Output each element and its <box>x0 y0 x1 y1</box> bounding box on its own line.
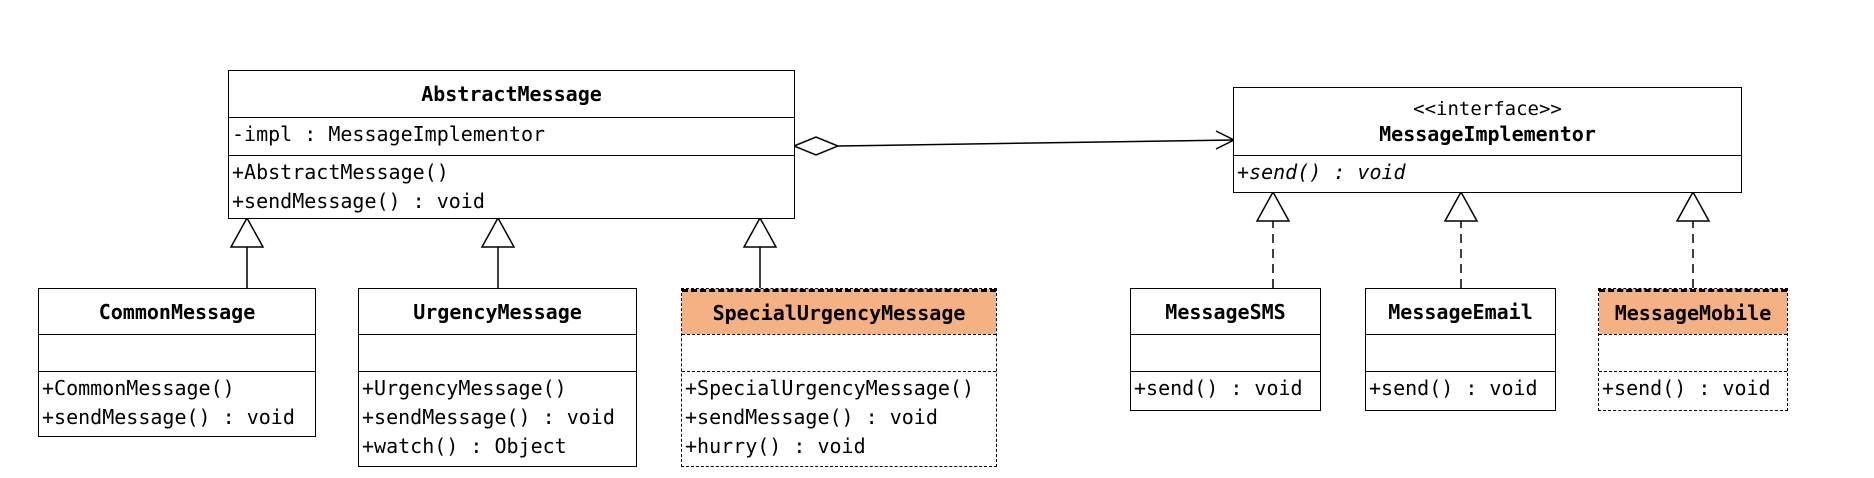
operations-section: +send() : void <box>1234 155 1741 192</box>
class-name-text: MessageEmail <box>1388 299 1533 324</box>
operation: +send() : void <box>1602 376 1771 400</box>
operation: +hurry() : void <box>685 434 866 458</box>
operation: +CommonMessage() <box>42 376 235 400</box>
operations-section: +SpecialUrgencyMessage() +sendMessage() … <box>682 371 996 466</box>
class-name: MessageSMS <box>1131 289 1320 334</box>
class-name: SpecialUrgencyMessage <box>682 289 996 334</box>
operation: +sendMessage() : void <box>685 405 938 429</box>
attributes-section <box>1366 334 1555 371</box>
operations-section: +send() : void <box>1366 371 1555 410</box>
operations-section: +send() : void <box>1599 371 1787 410</box>
stereotype-label: <<interface>> <box>1413 97 1562 120</box>
generalization-arrowhead <box>480 216 516 248</box>
operations-section: +UrgencyMessage() +sendMessage() : void … <box>359 371 636 466</box>
aggregation-connector <box>792 130 1236 156</box>
attributes-section <box>682 334 996 371</box>
attributes-section <box>1131 334 1320 371</box>
interface-message-implementor[interactable]: <<interface>> MessageImplementor +send()… <box>1233 87 1742 193</box>
class-name-text: CommonMessage <box>98 299 256 324</box>
attributes-section <box>39 334 315 371</box>
realization-arrowhead <box>1255 190 1291 222</box>
operation: +UrgencyMessage() <box>362 376 567 400</box>
class-name-text: MessageSMS <box>1165 299 1286 324</box>
class-name: MessageEmail <box>1366 289 1555 334</box>
realization-arrowhead <box>1443 190 1479 222</box>
realization-message-email <box>1443 190 1479 288</box>
operations-section: +CommonMessage() +sendMessage() : void <box>39 371 315 436</box>
attribute: -impl : MessageImplementor <box>232 122 546 146</box>
operation: +SpecialUrgencyMessage() <box>685 376 974 400</box>
realization-arrowhead <box>1675 190 1711 222</box>
class-name-text: SpecialUrgencyMessage <box>712 301 966 325</box>
operation: +sendMessage() : void <box>362 405 615 429</box>
attributes-section <box>1599 334 1787 371</box>
class-common-message[interactable]: CommonMessage +CommonMessage() +sendMess… <box>38 288 316 437</box>
class-special-urgency-message[interactable]: SpecialUrgencyMessage +SpecialUrgencyMes… <box>681 288 997 467</box>
operation: +send() : void <box>1134 376 1303 400</box>
class-message-email[interactable]: MessageEmail +send() : void <box>1365 288 1556 411</box>
aggregation-line <box>837 139 1235 147</box>
class-abstract-message[interactable]: AbstractMessage -impl : MessageImplement… <box>228 70 795 219</box>
operation: +sendMessage() : void <box>42 405 295 429</box>
aggregation-diamond <box>792 136 840 156</box>
realization-message-mobile <box>1675 190 1711 288</box>
class-name-text: AbstractMessage <box>421 82 602 106</box>
operation: +sendMessage() : void <box>232 189 485 213</box>
operation: +send() : void <box>1369 376 1538 400</box>
class-name: <<interface>> MessageImplementor <box>1234 88 1741 155</box>
realization-message-sms <box>1255 190 1291 288</box>
class-name: AbstractMessage <box>229 71 794 117</box>
class-name-text: MessageImplementor <box>1379 121 1596 146</box>
generalization-special-urgency-message <box>742 216 778 288</box>
operation: +send() : void <box>1237 160 1406 184</box>
class-message-mobile[interactable]: MessageMobile +send() : void <box>1598 288 1788 411</box>
generalization-arrowhead <box>742 216 778 248</box>
class-name: CommonMessage <box>39 289 315 334</box>
class-name: MessageMobile <box>1599 289 1787 334</box>
operation: +watch() : Object <box>362 434 567 458</box>
operations-section: +send() : void <box>1131 371 1320 410</box>
class-name-text: UrgencyMessage <box>413 299 582 324</box>
class-message-sms[interactable]: MessageSMS +send() : void <box>1130 288 1321 411</box>
generalization-urgency-message <box>480 216 516 288</box>
operation: +AbstractMessage() <box>232 160 449 184</box>
class-name: UrgencyMessage <box>359 289 636 334</box>
operations-section: +AbstractMessage() +sendMessage() : void <box>229 155 794 218</box>
class-name-text: MessageMobile <box>1614 301 1772 325</box>
attributes-section: -impl : MessageImplementor <box>229 117 794 155</box>
generalization-arrowhead <box>229 216 265 248</box>
class-urgency-message[interactable]: UrgencyMessage +UrgencyMessage() +sendMe… <box>358 288 637 467</box>
attributes-section <box>359 334 636 371</box>
generalization-common-message <box>229 216 265 288</box>
